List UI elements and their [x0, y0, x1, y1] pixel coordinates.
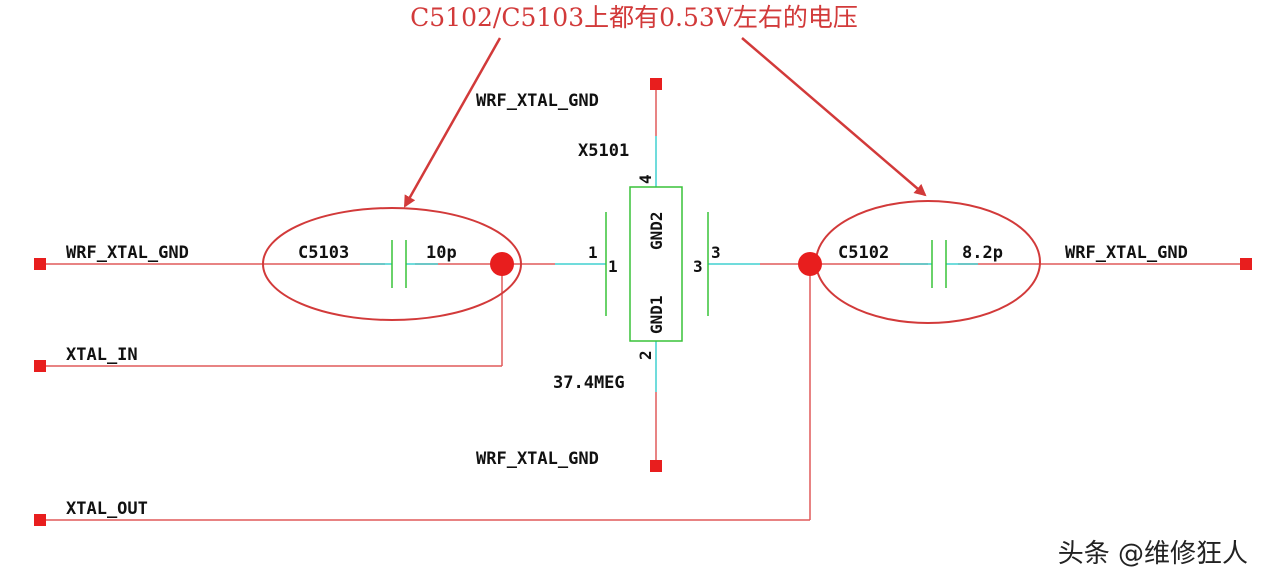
port-left-gnd — [34, 258, 46, 270]
net-label-top-gnd: WRF_XTAL_GND — [476, 91, 599, 111]
highlight-ellipse-c5103 — [262, 207, 522, 321]
c5102-refdes: C5102 — [838, 243, 889, 263]
pin3-outer-number: 3 — [711, 243, 721, 262]
net-label-xtal-in: XTAL_IN — [66, 345, 138, 365]
annotation-text: C5102/C5103上都有0.53V左右的电压 — [410, 3, 858, 32]
port-xtal-in — [34, 360, 46, 372]
c5102-value: 8.2p — [962, 243, 1003, 263]
annotation-arrow-left — [403, 37, 502, 208]
pin1-outer-number: 1 — [588, 243, 598, 262]
crystal-value: 37.4MEG — [553, 373, 625, 393]
c5103-value: 10p — [426, 243, 457, 263]
pin4-number: 4 — [636, 174, 655, 184]
annotation-arrow-right — [741, 37, 927, 197]
crystal-gnd1-label: GND1 — [647, 295, 666, 334]
pin1-inner-number: 1 — [608, 257, 618, 276]
port-bottom-gnd — [650, 460, 662, 472]
port-xtal-out — [34, 514, 46, 526]
c5103-refdes: C5103 — [298, 243, 349, 263]
port-top-gnd — [650, 78, 662, 90]
net-label-xtal-out: XTAL_OUT — [66, 499, 148, 519]
crystal-refdes: X5101 — [578, 141, 629, 161]
pin3-inner-number: 3 — [693, 257, 703, 276]
net-label-left-gnd: WRF_XTAL_GND — [66, 243, 189, 263]
crystal-body — [629, 186, 683, 342]
net-label-right-gnd: WRF_XTAL_GND — [1065, 243, 1188, 263]
watermark: 头条 @维修狂人 — [1058, 539, 1248, 569]
junction-dot-right — [798, 252, 822, 276]
junction-dot-left — [490, 252, 514, 276]
port-right-gnd — [1240, 258, 1252, 270]
crystal-gnd2-label: GND2 — [647, 211, 666, 250]
net-label-bottom-gnd: WRF_XTAL_GND — [476, 449, 599, 469]
pin2-number: 2 — [636, 350, 655, 360]
